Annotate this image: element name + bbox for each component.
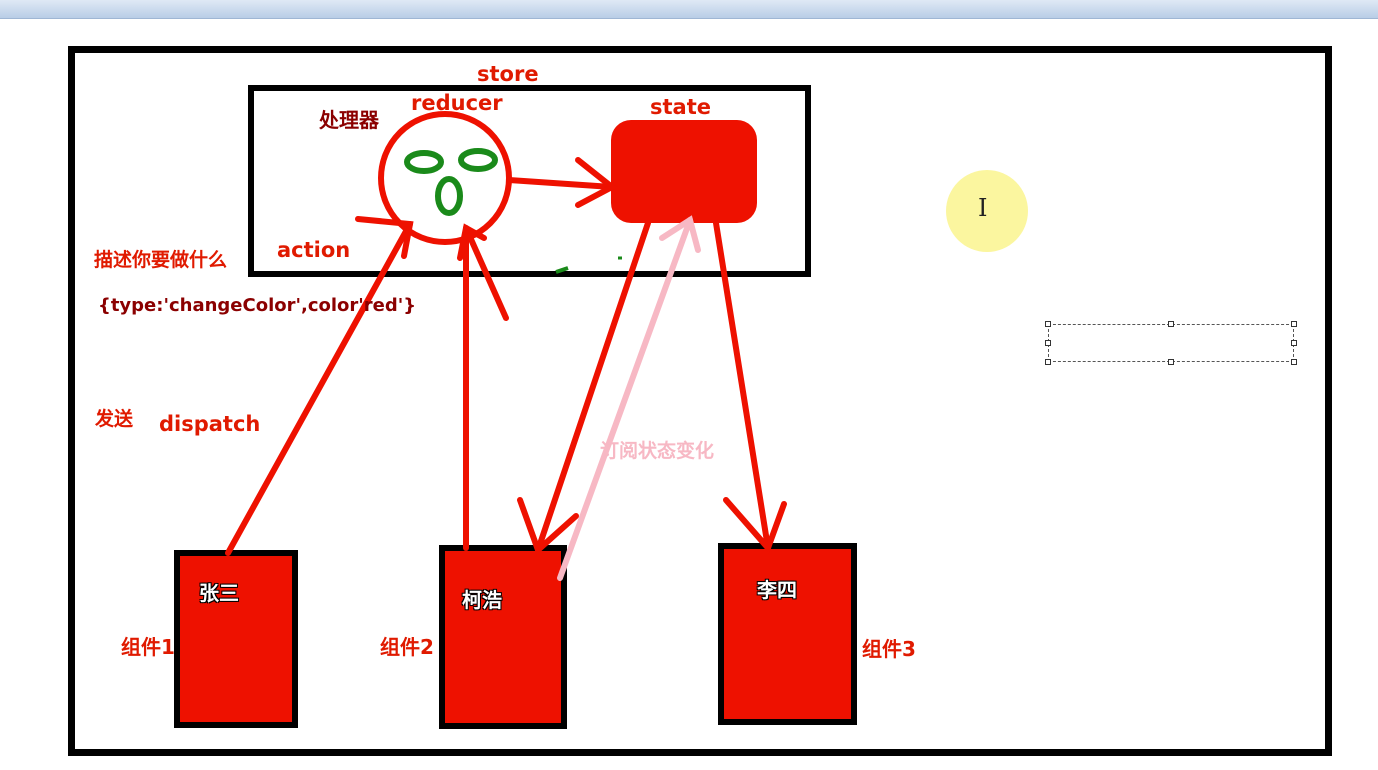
reducer-to-state-arrow: [506, 157, 618, 208]
reducer-eye-left: [404, 150, 444, 174]
component-1-name: 张三: [199, 581, 239, 605]
action-example: {type:'changeColor',color'red'}: [98, 295, 417, 316]
selected-text-box[interactable]: [1048, 324, 1294, 362]
reducer-label: reducer: [411, 91, 503, 115]
stray-mark: [555, 266, 569, 274]
state-box: [611, 120, 757, 223]
component-3-caption: 组件3: [862, 637, 916, 661]
state-to-component-2-arrow: [517, 220, 651, 556]
state-label: state: [650, 95, 711, 119]
resize-handle-bottom-right[interactable]: [1291, 359, 1297, 365]
cursor-highlight: [946, 170, 1028, 252]
component-2-caption: 组件2: [380, 635, 434, 659]
dispatch-arrow-component-1: [225, 216, 414, 556]
resize-handle-bottom-left[interactable]: [1045, 359, 1051, 365]
reducer-mouth: [435, 176, 463, 216]
dispatch-label: dispatch: [159, 412, 261, 436]
resize-handle-middle-left[interactable]: [1045, 340, 1051, 346]
store-label: store: [477, 62, 539, 86]
send-label: 发送: [95, 408, 134, 430]
processor-label: 处理器: [319, 108, 379, 132]
state-to-component-3-arrow: [713, 220, 787, 554]
subscribe-label: 订阅状态变化: [600, 440, 715, 462]
window-top-bar: [0, 0, 1378, 19]
component-1-caption: 组件1: [121, 635, 175, 659]
describe-label: 描述你要做什么: [94, 249, 228, 271]
dispatch-arrow-component-2: [457, 223, 509, 551]
reducer-eye-right: [458, 148, 498, 172]
component-box-1: [174, 550, 298, 728]
component-box-2: [439, 545, 567, 729]
resize-handle-bottom-middle[interactable]: [1168, 359, 1174, 365]
subscribe-arrow: [557, 215, 701, 581]
text-cursor-icon: I: [978, 194, 988, 222]
component-3-name: 李四: [757, 578, 797, 602]
action-label: action: [277, 238, 351, 262]
store-box: [248, 85, 811, 277]
resize-handle-middle-right[interactable]: [1291, 340, 1297, 346]
resize-handle-top-middle[interactable]: [1168, 321, 1174, 327]
component-box-3: [718, 543, 857, 725]
resize-handle-top-right[interactable]: [1291, 321, 1297, 327]
resize-handle-top-left[interactable]: [1045, 321, 1051, 327]
component-2-name: 柯浩: [462, 588, 502, 612]
